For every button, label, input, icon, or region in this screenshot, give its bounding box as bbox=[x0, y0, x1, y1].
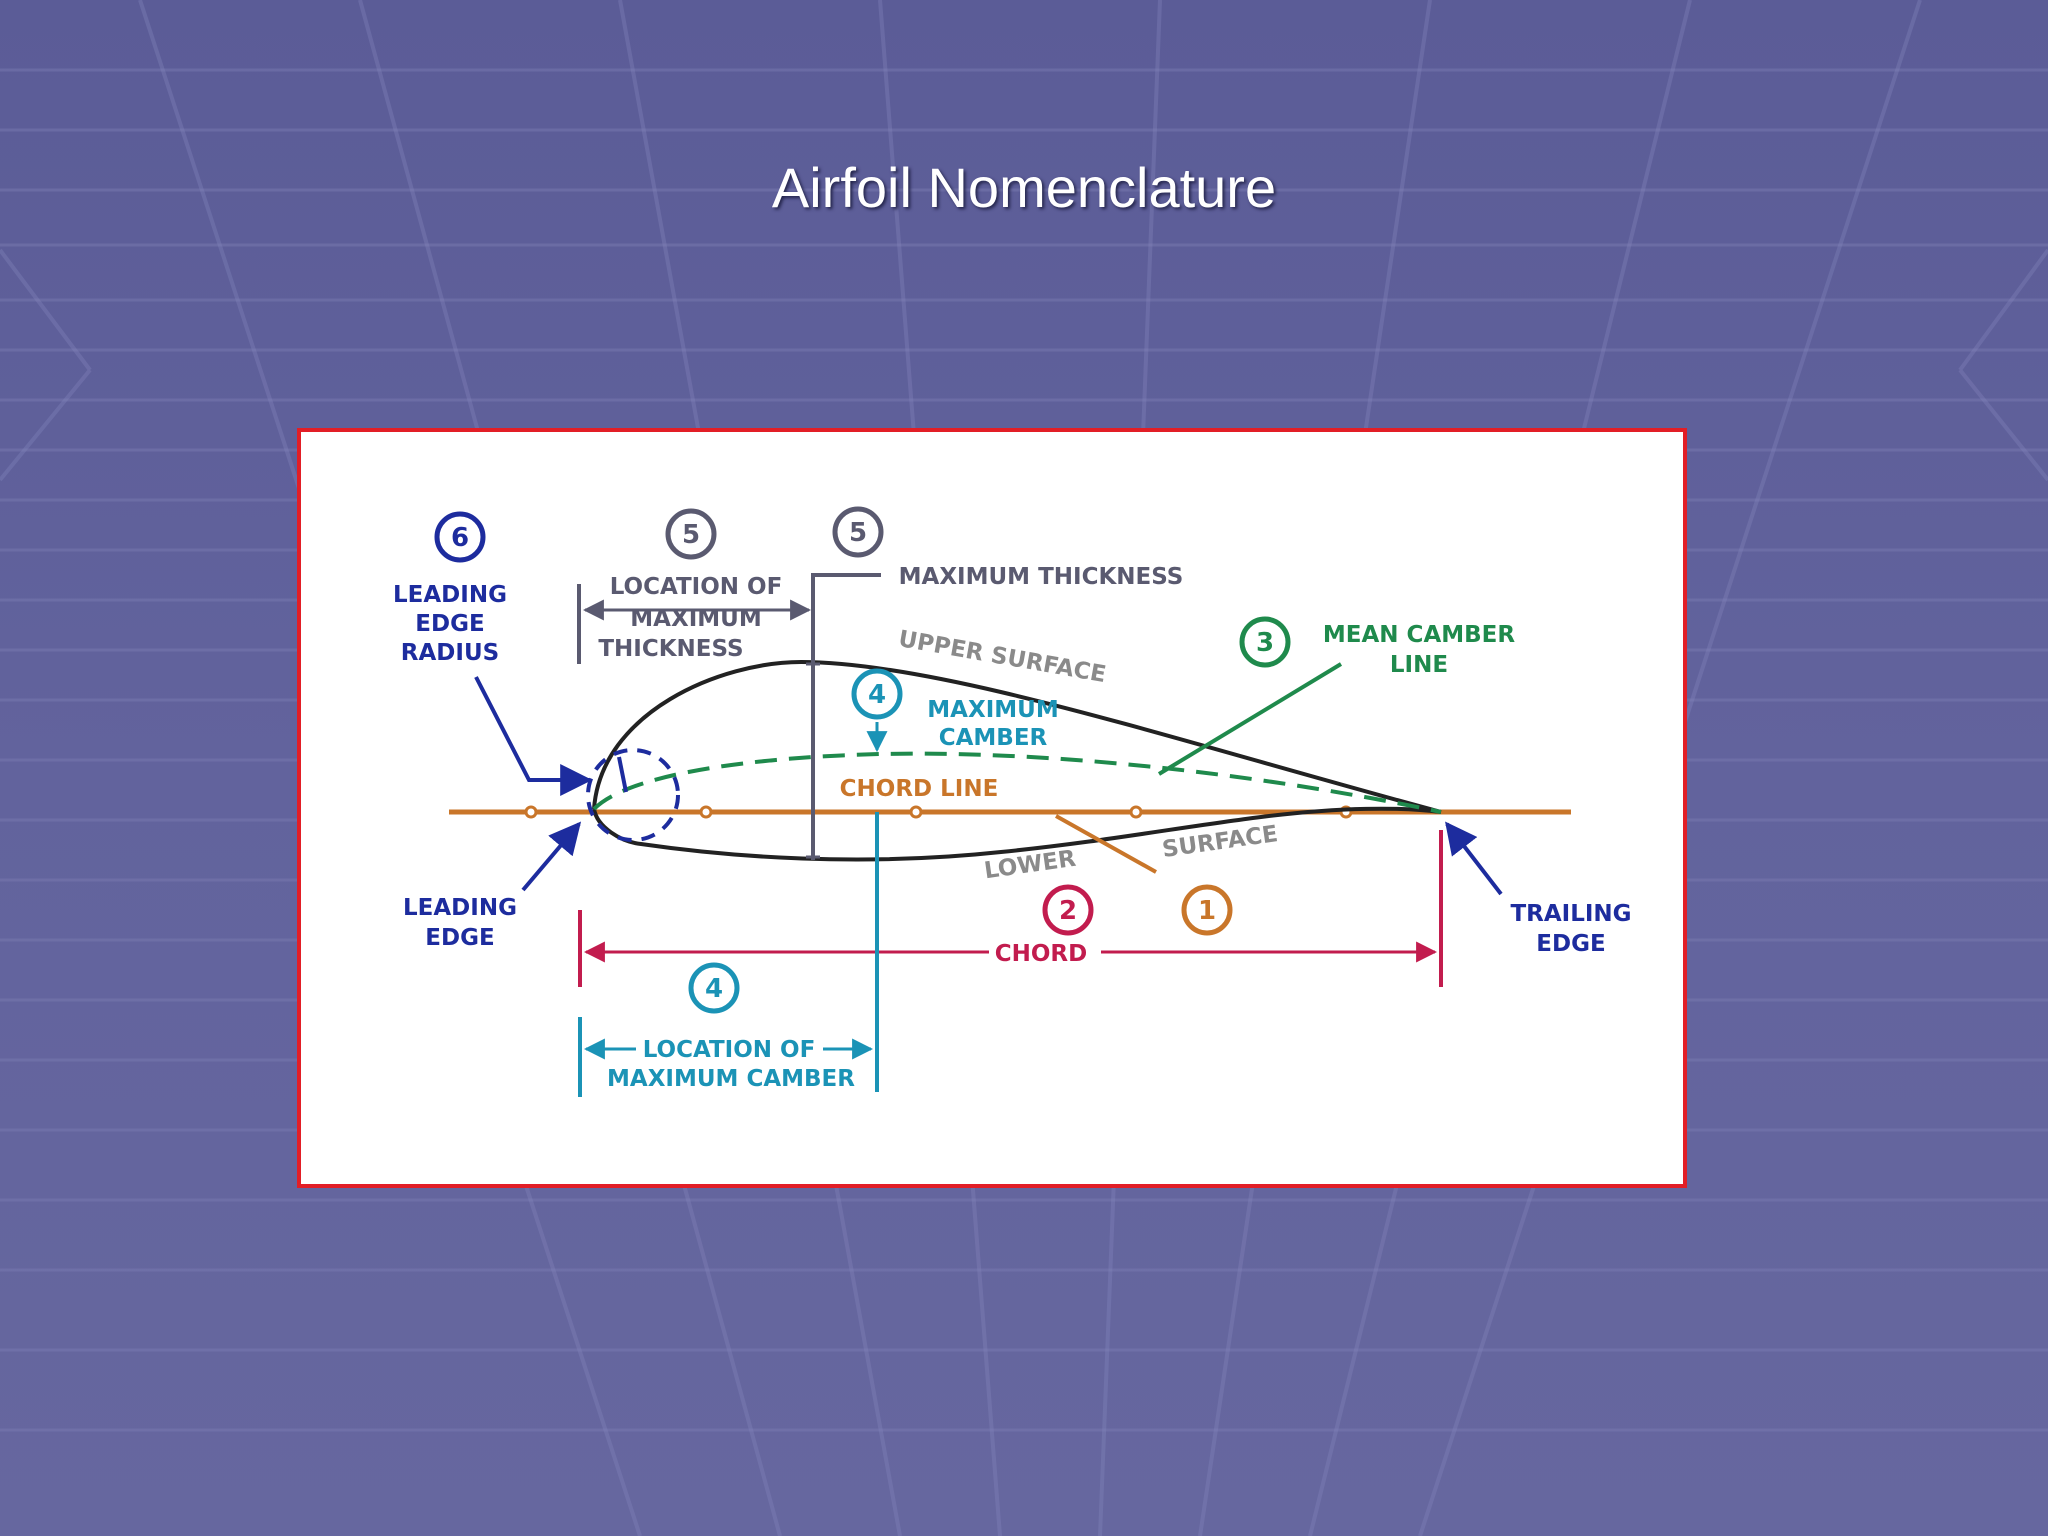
upper-surface-label: UPPER SURFACE bbox=[896, 626, 1108, 688]
maximum-thickness-leader bbox=[811, 573, 881, 860]
callout-5-location-circle bbox=[665, 508, 717, 560]
location-max-thickness-label-3: THICKNESS bbox=[598, 636, 743, 662]
location-max-thickness-label-1: LOCATION OF bbox=[610, 574, 783, 600]
callout-3-number: 3 bbox=[1256, 628, 1274, 658]
maximum-camber-label-2: CAMBER bbox=[939, 725, 1048, 751]
callout-1-number: 1 bbox=[1198, 896, 1216, 926]
mean-camber-line-label-1: MEAN CAMBER bbox=[1323, 622, 1515, 648]
chord-line bbox=[449, 805, 1571, 819]
trailing-edge-arrow bbox=[1445, 821, 1503, 896]
trailing-edge-label-1: TRAILING bbox=[1510, 901, 1631, 927]
callout-6-number: 6 bbox=[451, 523, 469, 553]
callout-4-camber-number: 4 bbox=[868, 680, 886, 710]
callout-4-location-circle bbox=[688, 962, 740, 1014]
callout-5-thickness-number: 5 bbox=[849, 518, 867, 548]
airfoil-diagram-frame: 6 LEADING EDGE RADIUS 5 LOCATION OF MAXI… bbox=[297, 428, 1687, 1188]
leading-edge-radius-circle bbox=[586, 748, 680, 842]
callout-2-number: 2 bbox=[1059, 896, 1077, 926]
callout-5-thickness-circle bbox=[832, 506, 884, 558]
mean-camber-line-leader bbox=[1157, 662, 1343, 776]
surface-leader-line bbox=[1055, 814, 1157, 874]
callout-5-location-number: 5 bbox=[682, 520, 700, 550]
chord-line-label: CHORD LINE bbox=[840, 776, 999, 802]
location-max-camber-label-1: LOCATION OF bbox=[643, 1037, 816, 1063]
airfoil-lower-surface bbox=[592, 806, 1442, 862]
leading-edge-label-1: LEADING bbox=[403, 895, 517, 921]
callout-1-circle bbox=[1181, 884, 1233, 936]
callout-6-circle bbox=[434, 511, 486, 563]
chord-label: CHORD bbox=[995, 941, 1087, 967]
leading-edge-radius-label-3: RADIUS bbox=[401, 640, 499, 666]
leading-edge-arrow bbox=[521, 821, 582, 892]
maximum-thickness-label: MAXIMUM THICKNESS bbox=[899, 564, 1184, 590]
callout-4-camber-circle bbox=[851, 668, 903, 720]
callout-2-circle bbox=[1042, 884, 1094, 936]
callout-4-location-number: 4 bbox=[705, 974, 723, 1004]
callout-3-circle bbox=[1239, 616, 1291, 668]
location-max-camber-label-2: MAXIMUM CAMBER bbox=[607, 1066, 855, 1092]
airfoil-upper-surface bbox=[592, 659, 1442, 814]
leading-edge-radius-label-2: EDGE bbox=[415, 611, 484, 637]
trailing-edge-label-2: EDGE bbox=[1536, 931, 1605, 957]
airfoil-diagram: 6 LEADING EDGE RADIUS 5 LOCATION OF MAXI… bbox=[393, 506, 1632, 1097]
mean-camber-line bbox=[592, 751, 1442, 814]
leading-edge-radius-arrow bbox=[474, 676, 593, 796]
leading-edge-label-2: EDGE bbox=[425, 925, 494, 951]
leading-edge-radius-label-1: LEADING bbox=[393, 582, 507, 608]
maximum-camber-label-1: MAXIMUM bbox=[927, 697, 1058, 723]
slide-title: Airfoil Nomenclature bbox=[771, 156, 1277, 219]
mean-camber-line-label-2: LINE bbox=[1390, 652, 1448, 678]
